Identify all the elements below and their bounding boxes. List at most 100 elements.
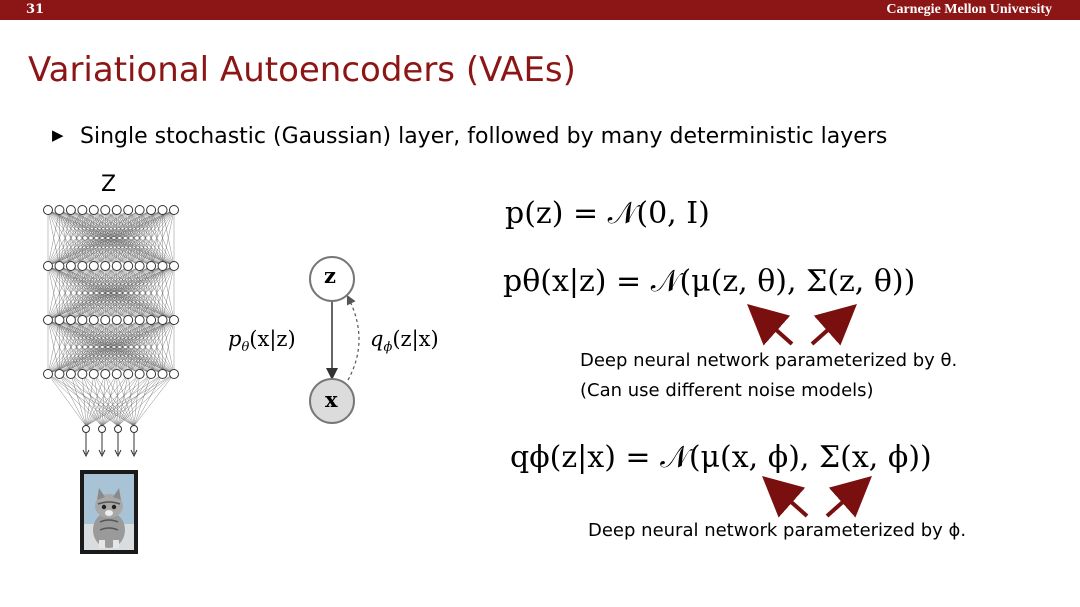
network-edge [101,373,117,427]
network-edge [150,319,175,375]
network-node [111,315,122,325]
network-node [123,261,134,271]
network-edge [116,265,175,321]
network-edge [47,319,83,375]
network-edge [85,373,140,427]
network-edge [105,373,119,427]
network-edge [117,373,140,427]
network-node [169,369,179,379]
network-edge [82,209,175,267]
network-edge [105,373,135,427]
network-edge [47,319,175,375]
network-node [77,205,88,215]
network-edge [139,209,175,267]
network-node [77,261,88,271]
network-edge [101,373,140,427]
network-node [65,261,76,271]
network-edge [162,209,175,267]
network-edge [70,209,175,267]
network-node [146,315,157,325]
network-edge [162,319,175,375]
network-edge [85,373,152,427]
network-edge [101,373,106,427]
network-edge [47,319,60,375]
network-node [54,261,65,271]
network-edge [82,265,175,321]
neural-network-diagram [43,205,179,458]
network-edge [47,209,163,267]
network-node [123,315,134,325]
decoder-arrows [747,304,857,346]
bullet-item: ▶Single stochastic (Gaussian) layer, fol… [52,124,887,149]
network-edge [59,373,87,427]
network-edge [101,373,152,427]
network-node [43,205,53,215]
network-node [88,205,99,215]
network-edge [47,373,87,427]
network-edge [85,373,129,427]
network-edge [47,209,175,267]
network-edge [47,265,83,321]
network-edge [47,209,60,267]
network-edge [117,373,163,427]
network-edge [47,209,140,267]
likelihood-equation: pθ(x|z) = 𝒩(μ(z, θ), Σ(z, θ)) [503,264,916,299]
network-node [134,369,145,379]
network-edge [93,265,175,321]
network-node [146,261,157,271]
network-node [88,261,99,271]
network-edge [150,209,175,267]
network-edge [93,373,103,427]
network-edge [47,209,152,267]
network-edge [47,265,163,321]
network-edge [101,373,129,427]
network-node [157,205,168,215]
network-edge [59,265,175,321]
network-edge [85,373,175,427]
network-edge [85,373,163,427]
network-node [123,205,134,215]
latent-node-label: z [324,263,336,288]
output-arrowhead [82,449,90,458]
network-edge [47,265,60,321]
network-node [43,369,53,379]
network-edge [116,209,175,267]
network-edge [93,319,175,375]
network-edge [133,373,163,427]
network-node [65,315,76,325]
network-edge [59,319,175,375]
network-edge [101,373,163,427]
network-node [169,315,179,325]
output-node [130,425,138,433]
network-node [146,369,157,379]
network-edge [47,209,72,267]
prior-equation: p(z) = 𝒩(0, I) [505,196,710,231]
output-arrowhead [130,449,138,458]
network-node [134,261,145,271]
network-edge [117,373,175,427]
network-edge [93,373,135,427]
network-node [111,205,122,215]
network-edge [139,319,175,375]
output-node [82,425,90,433]
network-edge [116,373,119,427]
output-node [114,425,122,433]
network-top-label: Z [101,172,117,197]
network-edge [128,209,175,267]
network-node [111,369,122,379]
network-node [157,315,168,325]
network-node [134,315,145,325]
bullet-triangle-icon: ▶ [52,126,64,144]
output-arrowhead [114,449,122,458]
network-node [146,205,157,215]
generative-edge-label: pθ(x|z) [228,327,296,356]
network-node [157,261,168,271]
header-bar: 31 Carnegie Mellon University [0,0,1080,20]
encoder-note-line1: Deep neural network parameterized by ϕ. [588,520,967,541]
network-edge [105,265,175,321]
network-node [43,261,53,271]
network-edge [47,319,106,375]
network-edge [85,373,117,427]
network-edge [47,319,129,375]
network-edge [70,319,175,375]
